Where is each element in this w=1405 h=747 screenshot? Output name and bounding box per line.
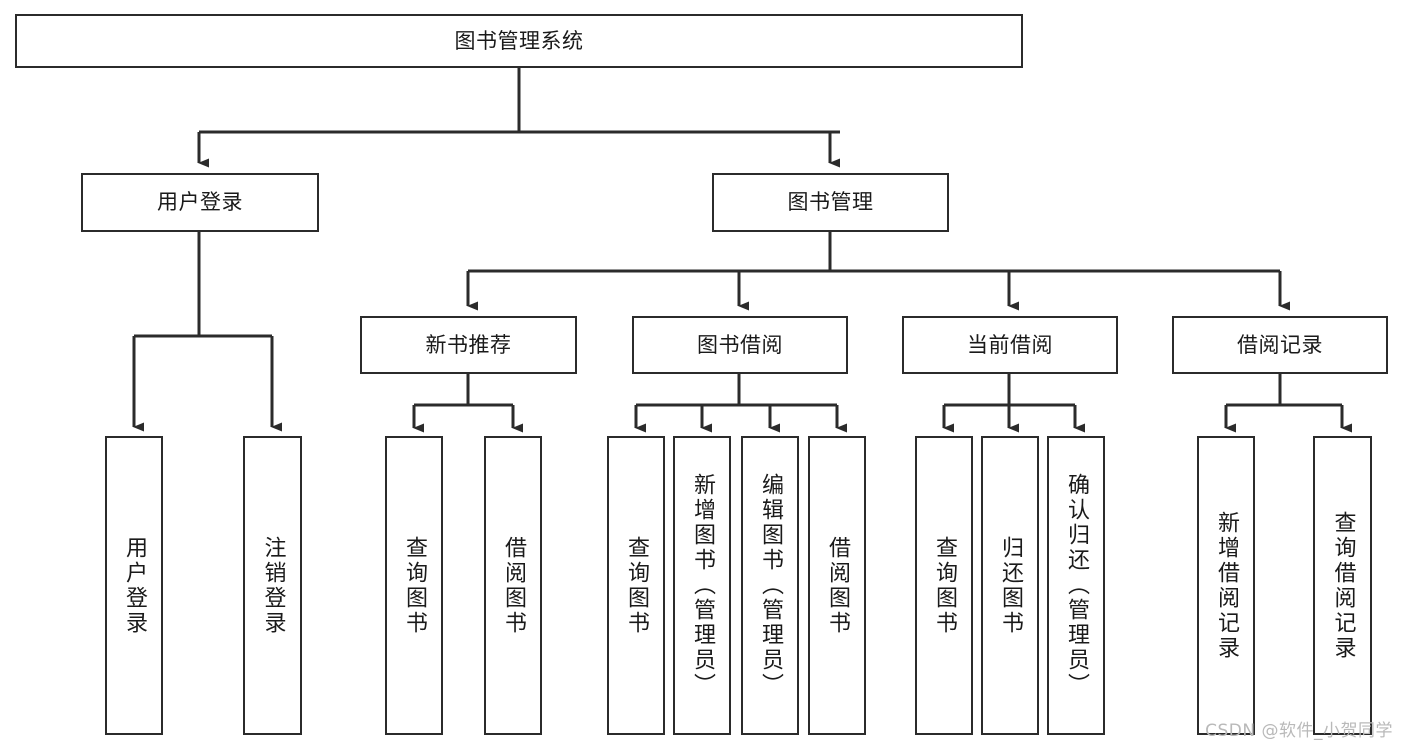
node-label: 确认归还（管理员）	[1064, 473, 1089, 698]
node-leaf-user-login[interactable]: 用户登录	[105, 436, 163, 735]
node-leaf-add-book[interactable]: 新增图书（管理员）	[673, 436, 731, 735]
node-new-book-recommend[interactable]: 新书推荐	[360, 316, 577, 374]
node-leaf-logout[interactable]: 注销登录	[243, 436, 302, 735]
node-label: 图书管理	[787, 190, 874, 215]
node-leaf-borrow-book-2[interactable]: 借阅图书	[808, 436, 866, 735]
node-label: 注销登录	[260, 535, 286, 636]
node-current-borrow[interactable]: 当前借阅	[902, 316, 1118, 374]
node-leaf-borrow-book-1[interactable]: 借阅图书	[484, 436, 542, 735]
node-leaf-add-record[interactable]: 新增借阅记录	[1197, 436, 1255, 735]
node-label: 编辑图书（管理员）	[758, 473, 783, 698]
node-user-login[interactable]: 用户登录	[81, 173, 319, 232]
node-label: 图书借阅	[697, 332, 783, 357]
node-label: 新书推荐	[425, 332, 512, 357]
node-label: 用户登录	[122, 535, 147, 636]
node-borrow-record[interactable]: 借阅记录	[1172, 316, 1388, 374]
node-book-management[interactable]: 图书管理	[712, 173, 949, 232]
node-label: 查询图书	[402, 535, 427, 636]
node-label: 借阅图书	[501, 535, 526, 636]
node-root-book-management-system[interactable]: 图书管理系统	[15, 14, 1023, 68]
node-leaf-query-book-2[interactable]: 查询图书	[607, 436, 665, 735]
node-label: 归还图书	[998, 535, 1023, 636]
node-label: 当前借阅	[967, 332, 1053, 357]
node-label: 图书管理系统	[454, 28, 584, 53]
node-label: 查询图书	[932, 535, 957, 636]
node-label: 借阅图书	[825, 535, 850, 636]
node-leaf-confirm-return[interactable]: 确认归还（管理员）	[1047, 436, 1105, 735]
node-label: 用户登录	[157, 190, 243, 215]
node-leaf-edit-book[interactable]: 编辑图书（管理员）	[741, 436, 799, 735]
node-label: 新增借阅记录	[1214, 510, 1239, 661]
node-label: 查询借阅记录	[1330, 510, 1356, 661]
node-book-borrow[interactable]: 图书借阅	[632, 316, 848, 374]
node-leaf-query-book-3[interactable]: 查询图书	[915, 436, 973, 735]
node-leaf-query-record[interactable]: 查询借阅记录	[1313, 436, 1372, 735]
node-label: 查询图书	[624, 535, 649, 636]
node-label: 借阅记录	[1237, 332, 1323, 357]
node-leaf-return-book[interactable]: 归还图书	[981, 436, 1039, 735]
node-label: 新增图书（管理员）	[690, 473, 715, 698]
csdn-watermark: CSDN @软件_小贺同学	[1205, 721, 1393, 741]
node-leaf-query-book-1[interactable]: 查询图书	[385, 436, 443, 735]
